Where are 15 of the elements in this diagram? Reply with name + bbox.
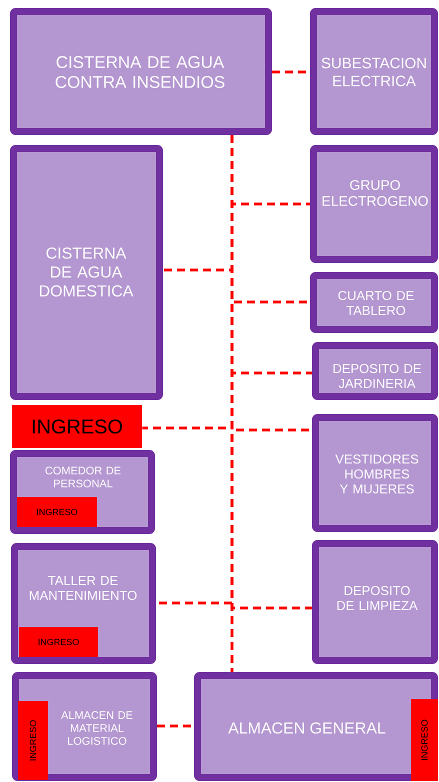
room-box: VESTIDORES HOMBRES Y MUJERES (312, 414, 438, 532)
dashed-connector (230, 135, 234, 672)
room-box: CISTERNA DE AGUA DOMESTICA (10, 145, 163, 400)
entrance-box: INGRESO (19, 627, 98, 657)
room-box: DEPOSITO DE LIMPIEZA (312, 540, 438, 664)
entrance-box: INGRESO (17, 497, 97, 527)
room-box: GRUPO ELECTROGENO (310, 145, 438, 263)
room-box: CUARTO DE TABLERO (310, 272, 438, 333)
room-box: CISTERNA DE AGUA CONTRA INSENDIOS (10, 8, 272, 135)
entrance-box: INGRESO (12, 405, 142, 448)
room-box: DEPOSITO DE JARDINERIA (312, 342, 438, 400)
room-box: SUBESTACION ELECTRICA (310, 8, 438, 135)
entrance-box: INGRESO (18, 701, 48, 780)
entrance-box: INGRESO (411, 699, 438, 781)
dashed-connector (157, 724, 194, 728)
